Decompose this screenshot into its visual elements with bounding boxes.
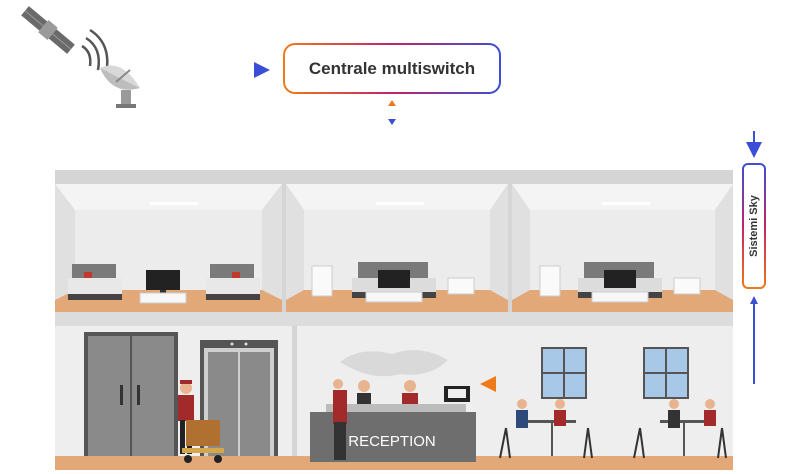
elevator-icon (200, 340, 278, 456)
satellite-icon (21, 6, 75, 54)
tv-icon (591, 270, 649, 303)
sky-systems-label: Sistemi Sky (748, 195, 761, 257)
tv-icon (365, 270, 423, 303)
table-icon (499, 399, 593, 459)
multiswitch-label: Centrale multiswitch (308, 58, 476, 78)
bellboy-icon (178, 380, 224, 463)
lobby-doors (84, 332, 178, 456)
sky-systems-box: Sistemi Sky (742, 163, 766, 289)
sky-up-arrowhead (750, 296, 758, 304)
window-icon (541, 347, 587, 399)
restaurant-area (499, 347, 727, 459)
satellite-dish-icon (100, 65, 140, 108)
bidirectional-arrow (388, 100, 396, 125)
reception-area (310, 350, 476, 462)
tv-icon (139, 270, 187, 304)
multiswitch-box: Centrale multiswitch (283, 43, 501, 94)
room-3 (539, 262, 701, 303)
room-1 (68, 264, 260, 304)
reception-label: RECEPTION (348, 433, 436, 450)
room-2 (311, 262, 475, 303)
bed-icon (206, 264, 260, 300)
window-icon (643, 347, 689, 399)
table-icon (633, 399, 727, 459)
bed-icon (68, 264, 122, 300)
